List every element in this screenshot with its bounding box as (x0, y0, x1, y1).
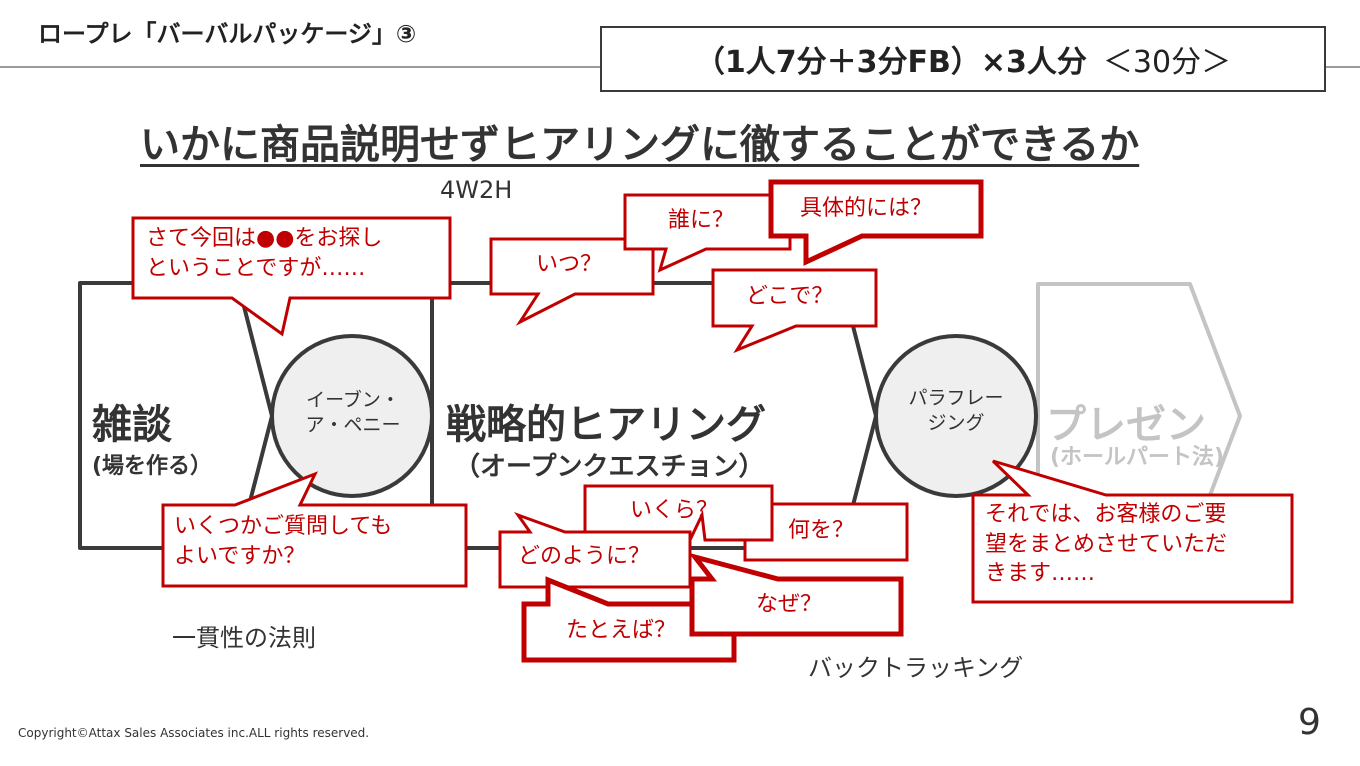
bubble-doko-text: どこで？ (746, 284, 834, 309)
bubble-naze (688, 552, 904, 637)
label-4w2h: 4W2H (440, 176, 513, 204)
bubble-opening-line1: さて今回は●●をお探し (146, 226, 383, 251)
bubble-itsu-text: いつ？ (536, 252, 603, 277)
bubble-question-line1: いくつかご質問しても (174, 514, 393, 539)
paraphrasing-line2: ジング (927, 411, 985, 434)
stage-presen-title: プレゼン (1046, 402, 1206, 448)
stage-presen-subtitle: (ホールパート法) (1050, 445, 1225, 470)
bubble-question (161, 471, 468, 588)
time-allocation-total: ＜30分＞ (1102, 45, 1232, 80)
bubble-dare-text: 誰に？ (668, 208, 735, 233)
time-allocation-main: （1人7分＋3分FB）×3人分 (694, 45, 1087, 80)
paraphrasing-line1: パラフレー (908, 387, 1004, 409)
bubble-gutai (768, 179, 984, 266)
stage-zatsudan-title: 雑談 (92, 402, 172, 448)
bubble-nani-text: 何を？ (788, 518, 855, 543)
time-allocation-box: （1人7分＋3分FB）×3人分 ＜30分＞ (600, 26, 1326, 92)
bubble-summary (971, 459, 1294, 604)
paraphrasing-label: パラフレー ジング (880, 386, 1032, 435)
stage-senryaku-title: 戦略的ヒアリング (446, 402, 766, 448)
bubble-question-text: いくつかご質問しても よいですか？ (174, 512, 392, 571)
bubble-opening (131, 216, 452, 337)
even-a-penny-circle (270, 334, 434, 498)
bubble-summary-line3: きます…… (985, 561, 1096, 587)
bubble-doko (711, 268, 878, 354)
stage-zatsudan-subtitle: (場を作る） (92, 454, 213, 479)
bubble-summary-line1: それでは、お客様のご要 (985, 502, 1227, 527)
paraphrasing-circle (874, 334, 1038, 498)
even-a-penny-line1: イーブン・ (306, 389, 400, 411)
bubble-naze-text: なぜ？ (756, 592, 823, 617)
even-a-penny-label: イーブン・ ア・ペニー (278, 388, 428, 437)
stage-senryaku-subtitle: （オープンクエスチョン） (454, 452, 765, 482)
slide-title: ロープレ「バーバルパッケージ」③ (38, 20, 417, 48)
bubble-gutai-text: 具体的には？ (800, 196, 933, 221)
copyright: Copyright©Attax Sales Associates inc.ALL… (18, 726, 370, 740)
bubble-opening-text: さて今回は●●をお探し ということですが…… (146, 224, 382, 283)
label-consistency-law: 一貫性の法則 (172, 624, 316, 652)
page-number: 9 (1298, 702, 1321, 743)
bubble-tatoeba-text: たとえば？ (566, 618, 677, 643)
bubble-donoyou-text: どのように？ (518, 544, 651, 569)
bubble-tatoeba (521, 576, 737, 663)
bubble-summary-text: それでは、お客様のご要 望をまとめさせていただ きます…… (985, 500, 1227, 589)
bubble-opening-line2: ということですが…… (146, 255, 366, 281)
bubble-summary-line2: 望をまとめさせていただ (985, 531, 1228, 557)
headline: いかに商品説明せずヒアリングに徹することができるか (140, 122, 1140, 168)
bubble-ikura-text: いくら？ (630, 498, 719, 523)
label-backtracking: バックトラッキング (808, 654, 1024, 682)
bubble-question-line2: よいですか？ (174, 543, 306, 569)
even-a-penny-line2: ア・ペニー (305, 413, 401, 436)
bubble-donoyou (498, 511, 692, 589)
